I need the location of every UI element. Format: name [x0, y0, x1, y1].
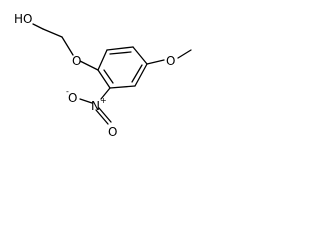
nitro-oxygen-bottom-label: O: [108, 125, 117, 139]
bond-ring-o-methoxy: [146, 59, 165, 65]
ring-bond-3: [132, 46, 148, 65]
bond-n-o-bottom-1: [95, 109, 109, 125]
hydroxyethyl-chain: [32, 23, 99, 71]
nitro-oxygen-left-label: O: [68, 91, 77, 105]
ring-bond-5: [109, 85, 136, 89]
bond-o-ring: [79, 60, 99, 71]
ring-double-bond-a: [109, 51, 132, 55]
ring-double-bond-b: [131, 64, 143, 83]
ether-oxygen-label: O: [72, 54, 81, 68]
ring-bond-6: [97, 69, 111, 89]
ring-bond-2: [106, 46, 134, 51]
methoxy-oxygen-label: O: [166, 54, 175, 68]
hydroxyl-label: HO: [14, 12, 32, 26]
nitro-oxygen-left-charge: -: [66, 87, 69, 96]
methoxy-group: [146, 49, 192, 65]
nitro-nitrogen-label: N: [91, 99, 100, 113]
bond-o-methyl: [177, 49, 192, 59]
bond-n-o-left: [79, 98, 93, 104]
benzene-ring: [97, 46, 148, 89]
bond-ring-n: [100, 87, 111, 100]
bond-c2-o: [61, 36, 74, 56]
nitro-nitrogen-charge: +: [100, 96, 107, 105]
nitro-group: [79, 87, 112, 125]
ring-double-bond-c: [103, 69, 114, 84]
bond-n-o-bottom-2: [98, 107, 112, 123]
ring-bond-1: [97, 49, 108, 71]
chemical-structure: HO O O N + O - O: [14, 12, 192, 139]
ring-bond-4: [134, 63, 148, 87]
bond-ho-c1: [32, 23, 44, 30]
bond-c1-c2: [42, 28, 63, 38]
